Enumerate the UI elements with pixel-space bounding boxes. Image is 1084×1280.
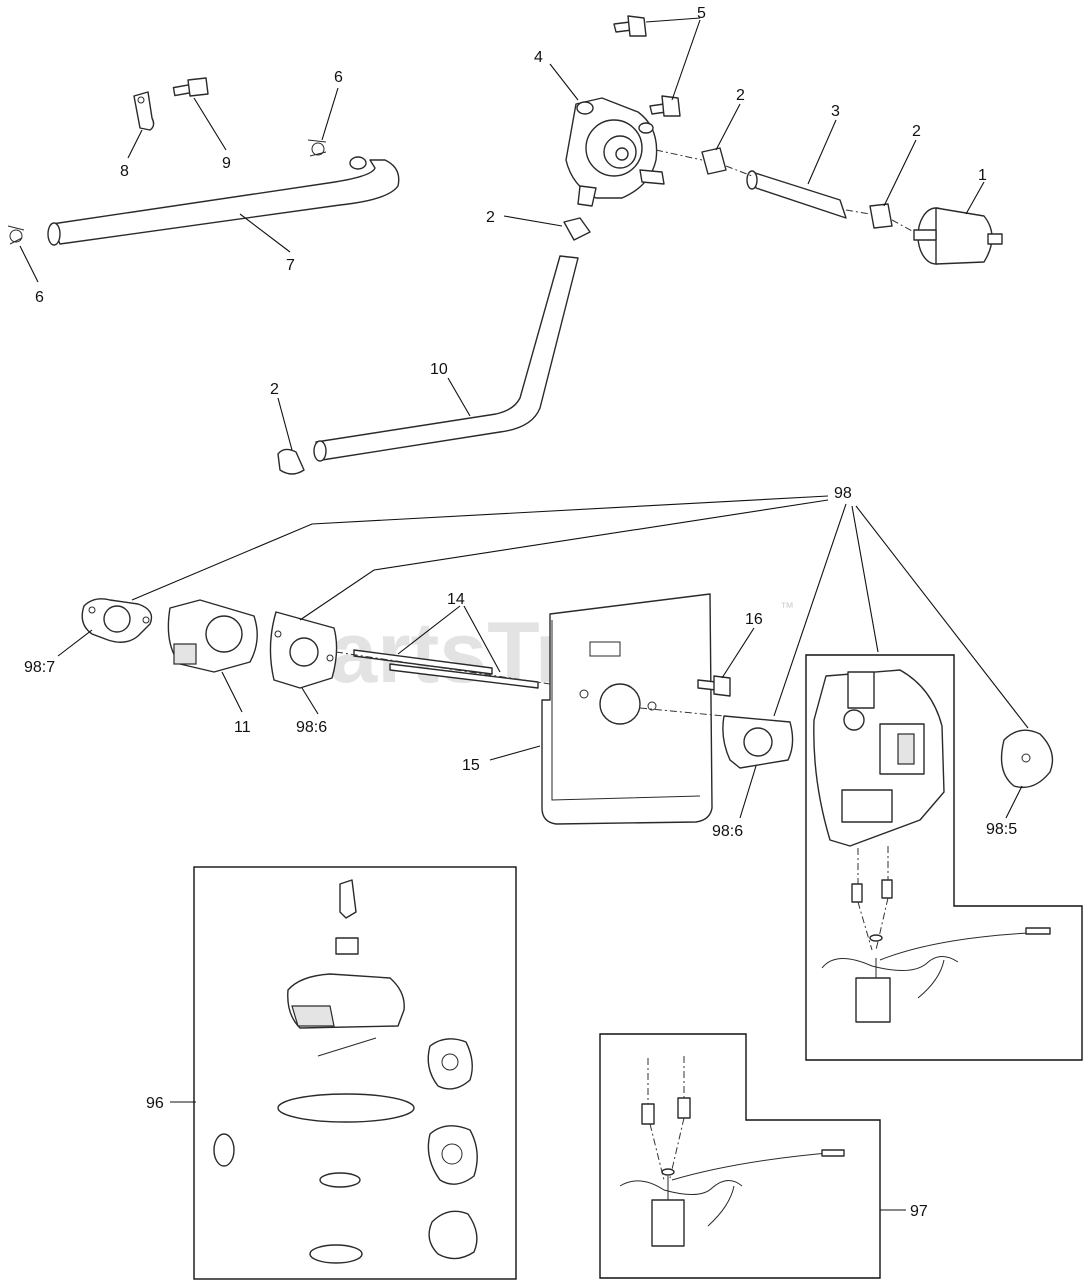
callout-2-upper: 2 [736, 87, 745, 104]
callout-98-7: 98:7 [24, 659, 55, 676]
callout-8: 8 [120, 163, 129, 180]
callout-11: 11 [234, 719, 251, 736]
hose-clamp-2-pump[interactable] [563, 217, 591, 241]
gasket-98-6-right[interactable] [722, 715, 794, 769]
callout-10: 10 [430, 361, 448, 378]
repair-kit-box-96 [193, 866, 517, 1280]
callout-97: 97 [910, 1203, 928, 1220]
callout-2-lower: 2 [270, 381, 279, 398]
callout-16: 16 [745, 611, 763, 628]
callout-98-6-left: 98:6 [296, 719, 327, 736]
gasket-98-7[interactable] [81, 598, 153, 643]
fuel-solenoid-97[interactable] [619, 1056, 845, 1247]
callout-4: 4 [534, 49, 543, 66]
hose-clip-8[interactable] [133, 91, 155, 131]
callout-2-pump: 2 [486, 209, 495, 226]
stud-14[interactable] [353, 649, 539, 689]
callout-9: 9 [222, 155, 231, 172]
fuel-hose-10[interactable] [313, 255, 579, 462]
carburetor-assembly-box [805, 654, 1083, 1061]
callout-96: 96 [146, 1095, 164, 1112]
solenoid-kit-box-97 [599, 1033, 881, 1279]
callout-5: 5 [697, 5, 706, 22]
intake-spacer-11[interactable] [167, 599, 258, 673]
gasket-98-5[interactable] [1000, 729, 1054, 789]
callout-98-6-right: 98:6 [712, 823, 743, 840]
leader-lines [19, 17, 1029, 1211]
hose-clamp-2-filter[interactable] [869, 203, 893, 229]
centerline-intake [335, 651, 725, 717]
carb-solenoid-98[interactable] [821, 846, 1051, 1023]
screw-5-bottom[interactable] [649, 95, 681, 117]
heat-shield-15[interactable] [541, 593, 713, 825]
fuel-pump-4[interactable] [565, 97, 665, 207]
fuel-hose-7[interactable] [47, 156, 400, 246]
callout-15: 15 [462, 757, 480, 774]
callout-98: 98 [834, 485, 852, 502]
callout-3: 3 [831, 103, 840, 120]
screw-5-top[interactable] [613, 15, 647, 37]
callout-6-left: 6 [35, 289, 44, 306]
screw-16[interactable] [697, 675, 731, 697]
callout-1: 1 [978, 167, 987, 184]
fuel-hose-3[interactable] [746, 170, 847, 219]
callout-2-filter: 2 [912, 123, 921, 140]
fuel-filter-1[interactable] [913, 207, 1003, 265]
hose-clamp-2-upper[interactable] [701, 147, 727, 175]
callout-98-5: 98:5 [986, 821, 1017, 838]
repair-kit-96[interactable] [213, 879, 478, 1264]
callout-7: 7 [286, 257, 295, 274]
screw-9[interactable] [172, 77, 209, 97]
gasket-98-6-left[interactable] [269, 611, 338, 689]
carburetor-98[interactable] [813, 669, 945, 847]
callout-6-top: 6 [334, 69, 343, 86]
hose-clamp-6-left[interactable] [7, 225, 25, 245]
watermark-trademark: ™ [780, 599, 794, 615]
hose-clamp-2-lower[interactable] [277, 448, 305, 475]
callout-14: 14 [447, 591, 465, 608]
hose-clamp-6-right[interactable] [307, 139, 327, 157]
